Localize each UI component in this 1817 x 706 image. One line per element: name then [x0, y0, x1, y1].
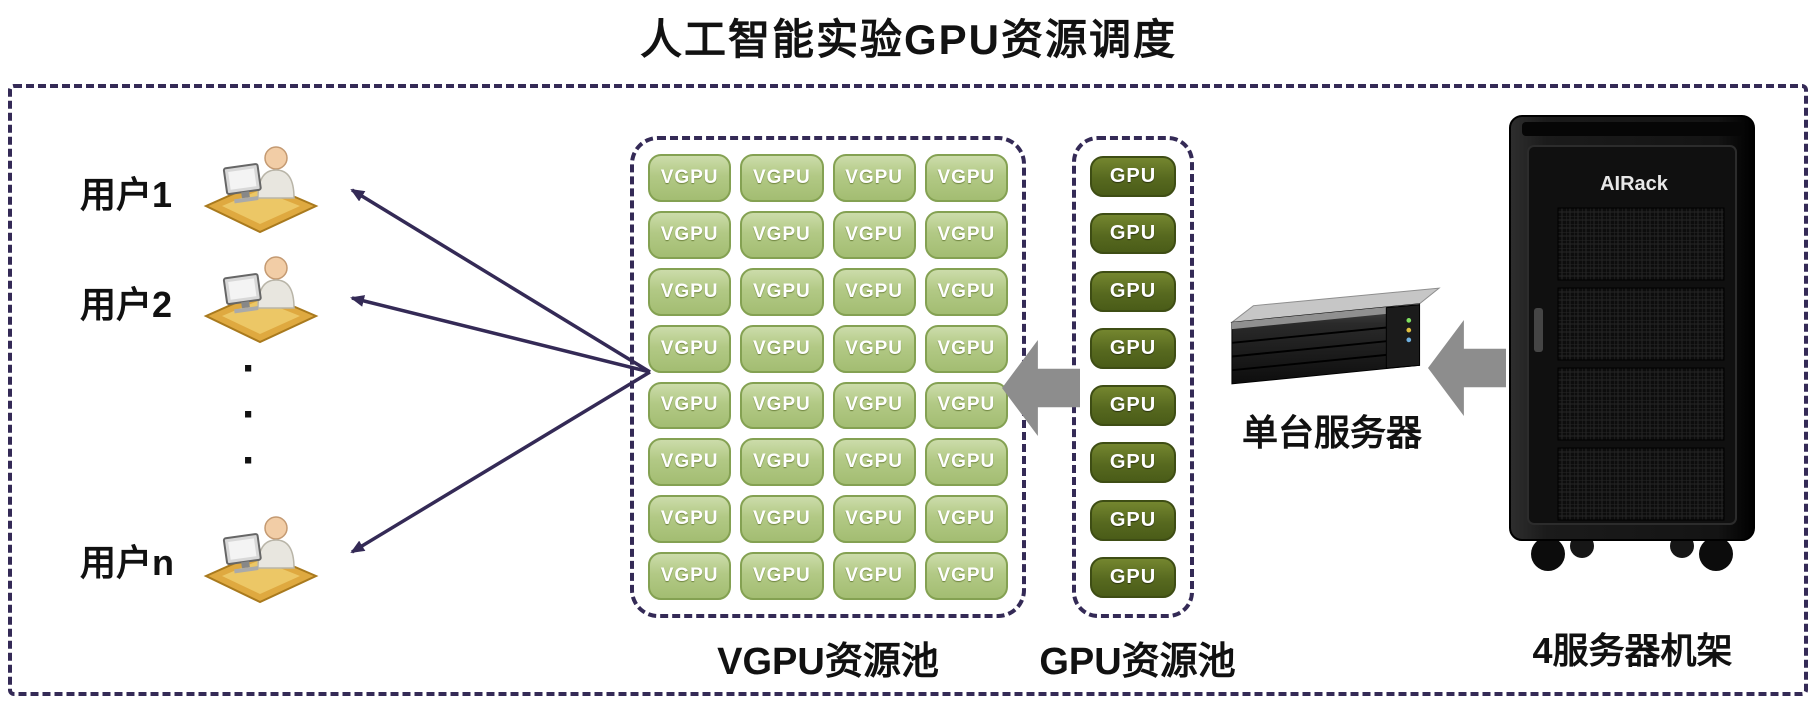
vgpu-pill: VGPU — [740, 210, 824, 259]
user-2-label: 用户2 — [80, 284, 173, 325]
vgpu-pill: VGPU — [740, 438, 824, 487]
vgpu-pill: VGPU — [924, 267, 1008, 316]
vgpu-pill: VGPU — [832, 324, 916, 373]
vgpu-pill: VGPU — [648, 154, 732, 202]
rack-label: 4服务器机架 — [1532, 630, 1733, 671]
vgpu-pill: VGPU — [832, 154, 916, 202]
vgpu-pill: VGPU — [924, 381, 1008, 430]
vgpu-pill: VGPU — [924, 210, 1008, 259]
gpu-pill: GPU — [1090, 499, 1176, 541]
gpu-pill: GPU — [1090, 385, 1176, 427]
vgpu-pill: VGPU — [924, 495, 1008, 544]
server-illustration — [1230, 287, 1441, 385]
vgpu-pill: VGPU — [832, 210, 916, 259]
vgpu-pill: VGPU — [648, 324, 732, 373]
vgpu-pill: VGPU — [924, 438, 1008, 487]
vgpu-pill: VGPU — [740, 324, 824, 373]
vgpu-pill: VGPU — [924, 552, 1008, 600]
vgpu-pill: VGPU — [740, 552, 824, 600]
gpu-column: GPU GPU GPU GPU GPU GPU GPU GPU — [1072, 136, 1194, 618]
vgpu-pill: VGPU — [832, 381, 916, 430]
vgpu-pill: VGPU — [648, 210, 732, 259]
rack-brand-text: AIRack — [1600, 173, 1669, 195]
user-workstation-icon — [203, 146, 319, 234]
vgpu-pill: VGPU — [740, 381, 824, 430]
vgpu-pill: VGPU — [648, 438, 732, 487]
single-server-label: 单台服务器 — [1241, 412, 1422, 453]
gpu-pool-label: GPU资源池 — [1039, 641, 1236, 683]
user-workstation-icon — [203, 516, 319, 604]
gpu-pill: GPU — [1090, 327, 1176, 369]
user-connection-lines — [350, 188, 651, 554]
gpu-pill: GPU — [1090, 442, 1176, 484]
vgpu-pill: VGPU — [740, 154, 824, 202]
gpu-pill: GPU — [1090, 270, 1176, 312]
vgpu-pill: VGPU — [740, 495, 824, 544]
gpu-pill: GPU — [1090, 213, 1176, 255]
vgpu-pool-label: VGPU资源池 — [717, 641, 939, 683]
vgpu-pill: VGPU — [648, 552, 732, 600]
gpu-pill: GPU — [1090, 156, 1176, 198]
vgpu-pill: VGPU — [648, 267, 732, 316]
vgpu-pill: VGPU — [924, 154, 1008, 202]
diagram-title: 人工智能实验GPU资源调度 — [639, 16, 1177, 63]
users-ellipsis: · · · — [242, 344, 257, 485]
vgpu-pill: VGPU — [832, 495, 916, 544]
vgpu-pill: VGPU — [648, 495, 732, 544]
vgpu-pill: VGPU — [648, 381, 732, 430]
vgpu-pill: VGPU — [832, 267, 916, 316]
server-rack-illustration: AIRack — [1509, 115, 1755, 571]
user-1-label: 用户1 — [80, 174, 173, 215]
vgpu-pill: VGPU — [832, 438, 916, 487]
user-n-label: 用户n — [80, 542, 174, 583]
vgpu-pill: VGPU — [740, 267, 824, 316]
vgpu-pill: VGPU — [832, 552, 916, 600]
gpu-pill: GPU — [1090, 556, 1176, 598]
vgpu-pill: VGPU — [924, 324, 1008, 373]
user-workstation-icon — [203, 256, 319, 344]
diagram-dashed-border — [8, 84, 1808, 696]
